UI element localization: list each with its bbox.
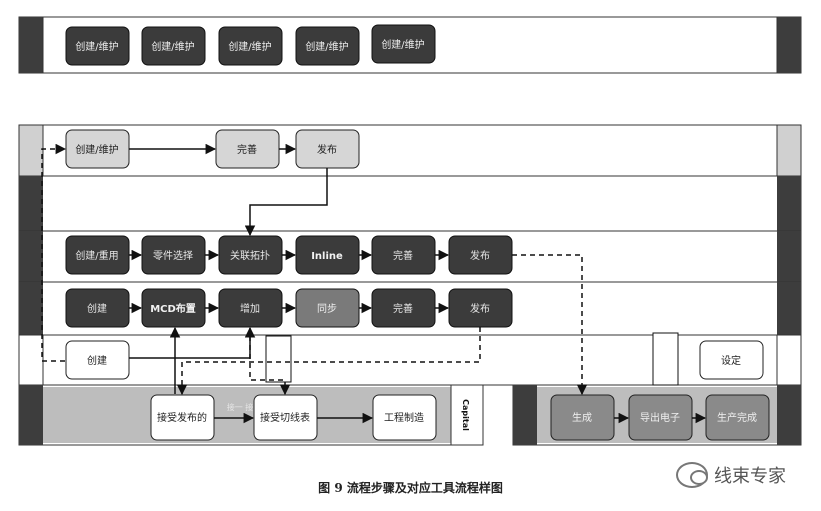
node-row1-complete-label: 完善 <box>237 143 257 156</box>
node-row3-inline-label: Inline <box>311 251 343 262</box>
node-row1-create-label: 创建/维护 <box>75 143 118 156</box>
node-row4-publish: 发布 <box>448 288 513 328</box>
node-row4-sync: 同步 <box>295 288 360 328</box>
node-right-produce-label: 生成 <box>572 411 592 424</box>
node-row3-publish: 发布 <box>448 235 513 275</box>
node-row5-setting-label: 设定 <box>721 354 741 367</box>
node-row3-part-select-label: 零件选择 <box>153 249 193 262</box>
figure-caption: 图 9 流程步骤及对应工具流程样图 <box>318 481 503 495</box>
node-row3-inline: Inline <box>295 235 360 275</box>
node-row4-create: 创建 <box>65 288 130 328</box>
node-row1-publish-label: 发布 <box>317 143 337 156</box>
node-row3-complete-label: 完善 <box>393 249 413 262</box>
node-row4-sync-label: 同步 <box>317 303 337 315</box>
node-row1-create: 创建/维护 <box>65 129 130 169</box>
node-row4-mcd-layout: MCD布置 <box>141 288 206 328</box>
node-row5-create-label: 创建 <box>87 354 107 367</box>
node-row3-complete: 完善 <box>371 235 436 275</box>
top-box-5-label: 创建/维护 <box>381 38 424 51</box>
node-row3-part-select: 零件选择 <box>141 235 206 275</box>
node-row1-publish: 发布 <box>295 129 360 169</box>
wechat-icon <box>676 462 708 488</box>
top-box-4: 创建/维护 <box>295 26 360 66</box>
top-box-3: 创建/维护 <box>218 26 283 66</box>
node-capital-receive-cut-list: 接受切线表 <box>253 394 318 441</box>
top-box-3-label: 创建/维护 <box>228 40 271 53</box>
node-row5-setting: 设定 <box>699 340 764 380</box>
capital-label: Capital <box>461 399 470 431</box>
node-row3-assoc-topology-label: 关联拓扑 <box>230 249 270 262</box>
top-box-4-label: 创建/维护 <box>305 40 348 53</box>
node-right-produce: 生成 <box>550 394 615 441</box>
arrow-r1-publish-to-topology <box>244 168 328 237</box>
node-capital-receive-publish: 接受发布的 <box>150 394 215 441</box>
top-box-5: 创建/维护 <box>371 24 436 64</box>
top-box-1: 创建/维护 <box>65 26 130 66</box>
dashed-left-loop <box>41 143 67 362</box>
node-capital-engineering-mfg-label: 工程制造 <box>384 411 424 424</box>
node-row4-complete: 完善 <box>371 288 436 328</box>
top-box-1-label: 创建/维护 <box>75 40 118 53</box>
node-right-design-done: 生产完成 <box>705 394 770 441</box>
node-row4-create-label: 创建 <box>87 302 107 315</box>
node-row3-create-reuse-label: 创建/重用 <box>75 249 118 262</box>
node-row4-publish-label: 发布 <box>470 302 490 315</box>
node-right-design-done-label: 生产完成 <box>717 411 757 424</box>
watermark-text: 线束专家 <box>714 466 786 487</box>
top-box-2-label: 创建/维护 <box>151 40 194 53</box>
node-capital-receive-publish-label: 接受发布的 <box>157 411 207 424</box>
capital-faint-label: 接一 接 <box>227 402 254 412</box>
node-row3-create-reuse: 创建/重用 <box>65 235 130 275</box>
node-row3-assoc-topology: 关联拓扑 <box>218 235 283 275</box>
dashed-publish-to-produce <box>512 254 588 396</box>
placeholder-box-1 <box>265 335 292 383</box>
dashed-connectors <box>41 143 588 396</box>
node-row4-add: 增加 <box>218 288 283 328</box>
top-box-2: 创建/维护 <box>141 26 206 66</box>
node-right-wire-gen: 导出电子 <box>628 394 693 441</box>
node-row4-complete-label: 完善 <box>393 302 413 315</box>
diagram-canvas: 创建/维护 创建/维护 创建/维护 创建/维护 创建/维护 <box>18 16 802 446</box>
node-capital-receive-cut-list-label: 接受切线表 <box>260 411 310 424</box>
node-row4-mcd-layout-label: MCD布置 <box>150 302 196 315</box>
node-right-wire-gen-label: 导出电子 <box>640 411 680 424</box>
node-row5-create: 创建 <box>65 340 130 380</box>
node-row4-add-label: 增加 <box>240 302 260 315</box>
dashed-publish-to-capital <box>176 327 481 396</box>
placeholder-box-2 <box>652 332 679 386</box>
node-row3-publish-label: 发布 <box>470 249 490 262</box>
node-row1-complete: 完善 <box>215 129 280 169</box>
dashed-add-to-cut-list <box>249 336 291 396</box>
watermark: 线束专家 <box>676 462 786 488</box>
node-capital-engineering-mfg: 工程制造 <box>372 394 437 441</box>
